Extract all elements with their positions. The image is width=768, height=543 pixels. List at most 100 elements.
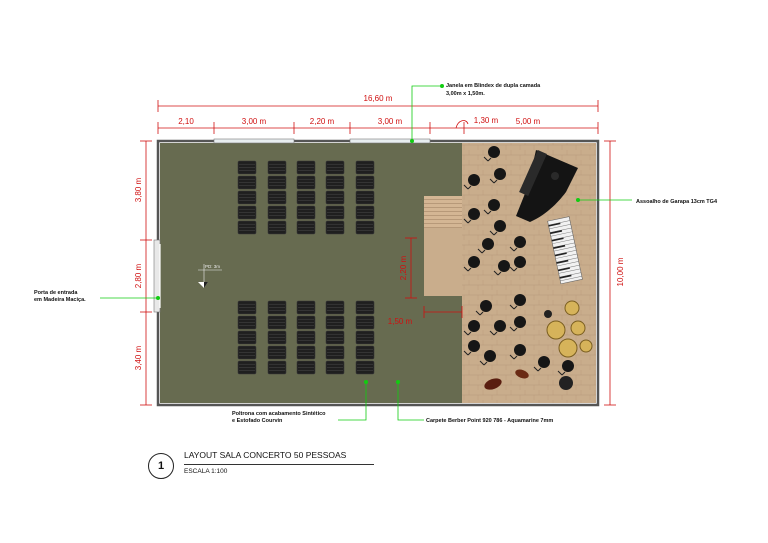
armchair-icon [296, 190, 316, 205]
title-underline [184, 464, 374, 465]
dim-total-width: 16,60 m [364, 94, 393, 103]
leader-dots [156, 84, 580, 384]
armchair-icon [325, 300, 345, 315]
armchair-icon [296, 160, 316, 175]
drum-kit-icon [544, 300, 593, 358]
armchair-icon [355, 300, 375, 315]
armchair-icon [237, 345, 257, 360]
dim-top-6: 5,00 m [516, 117, 541, 126]
stage-steps [424, 196, 462, 228]
armchair-icon [355, 175, 375, 190]
armchair-icon [355, 190, 375, 205]
armchair-icon [325, 220, 345, 235]
musician-chair-icon [463, 256, 480, 272]
musician-chair-icon [483, 146, 500, 162]
armchair-icon [267, 300, 287, 315]
musician-chair-icon [463, 208, 480, 224]
musician-chair-icon [509, 236, 526, 252]
armchair-icon [267, 205, 287, 220]
musician-chairs [463, 146, 574, 376]
armchair-icon [355, 160, 375, 175]
drawing-number: 1 [148, 453, 174, 479]
dim-right-height: 10,00 m [616, 257, 625, 286]
dim-stage-offset: 1,50 m [388, 317, 413, 326]
armchair-icon [237, 205, 257, 220]
armchair-icon [237, 160, 257, 175]
dim-left-3: 3,40 m [134, 345, 143, 370]
musician-chair-icon [509, 344, 526, 360]
stage-furniture [484, 149, 593, 390]
dim-stage-height: 2,20 m [399, 255, 408, 280]
armchair-icon [267, 315, 287, 330]
drawing-scale: ESCALA 1:100 [184, 468, 228, 475]
door-note: Porta de entrada [34, 290, 78, 296]
armchair-icon [267, 190, 287, 205]
armchair-icon [325, 190, 345, 205]
armchair-icon [267, 175, 287, 190]
armchair-icon [237, 220, 257, 235]
armchair-icon [267, 330, 287, 345]
dim-top-1: 2,10 [178, 117, 194, 126]
musician-chair-icon [509, 256, 526, 272]
musician-chair-icon [509, 316, 526, 332]
musician-chair-icon [493, 260, 510, 276]
musician-chair-icon [463, 174, 480, 190]
armchair-icon [296, 360, 316, 375]
armchair-icon [267, 360, 287, 375]
armchair-icon [325, 205, 345, 220]
armchair-icon [237, 360, 257, 375]
musician-chair-icon [509, 294, 526, 310]
armchair-icon [237, 175, 257, 190]
armchair-icon [325, 315, 345, 330]
armchair-icon [355, 330, 375, 345]
armchair-icon [296, 330, 316, 345]
armchair-icon [296, 345, 316, 360]
title-block: 1 LAYOUT SALA CONCERTO 50 PESSOAS ESCALA… [148, 448, 388, 488]
bass-instrument-icon [484, 369, 573, 390]
armchair-icon [296, 300, 316, 315]
wood-floor-note: Assoalho de Garapa 13cm TG4 [636, 199, 718, 205]
armchair-icon [267, 160, 287, 175]
armchair-icon [325, 330, 345, 345]
armchair-icon [325, 175, 345, 190]
armchair-icon [267, 345, 287, 360]
armchair-icon [296, 220, 316, 235]
dim-top-3: 2,20 m [310, 117, 335, 126]
armchair-icon [325, 160, 345, 175]
armchair-icon [296, 315, 316, 330]
door-material-note: em Madeira Maciça. [34, 297, 86, 303]
musician-chair-icon [533, 356, 550, 372]
level-marker: PD: 3m [198, 264, 222, 288]
dim-left-2: 2,80 m [134, 263, 143, 288]
keyboard-instrument-icon [547, 216, 583, 285]
window-left [213, 138, 295, 144]
armchair-icon [325, 360, 345, 375]
armchair-icon [355, 205, 375, 220]
musician-chair-icon [483, 199, 500, 215]
musician-chair-icon [463, 320, 480, 336]
armchair-icon [237, 330, 257, 345]
window-right [349, 138, 431, 144]
musician-chair-icon [489, 168, 506, 184]
dim-top-5: 1,30 m [474, 116, 499, 125]
dimension-lines [140, 100, 616, 406]
armchair-icon [296, 175, 316, 190]
grand-piano-icon [516, 149, 578, 222]
dimension-labels: 16,60 m 2,10 3,00 m 2,20 m 3,00 m 1,30 m… [134, 94, 625, 370]
armchair-icon [355, 360, 375, 375]
armchair-icon [237, 190, 257, 205]
armchair-icon [267, 220, 287, 235]
armchair-icon [355, 220, 375, 235]
musician-chair-icon [479, 350, 496, 366]
musician-chair-icon [557, 360, 574, 376]
armchair-icon [355, 315, 375, 330]
window-note: Janela em Blindex de dupla camada [446, 83, 541, 89]
dim-top-2: 3,00 m [242, 117, 267, 126]
musician-chair-icon [489, 320, 506, 336]
leader-lines [100, 85, 632, 421]
musician-chair-icon [463, 340, 480, 356]
musician-chair-icon [475, 300, 492, 316]
dim-left-1: 3,80 m [134, 177, 143, 202]
seating-block-top [237, 160, 375, 235]
